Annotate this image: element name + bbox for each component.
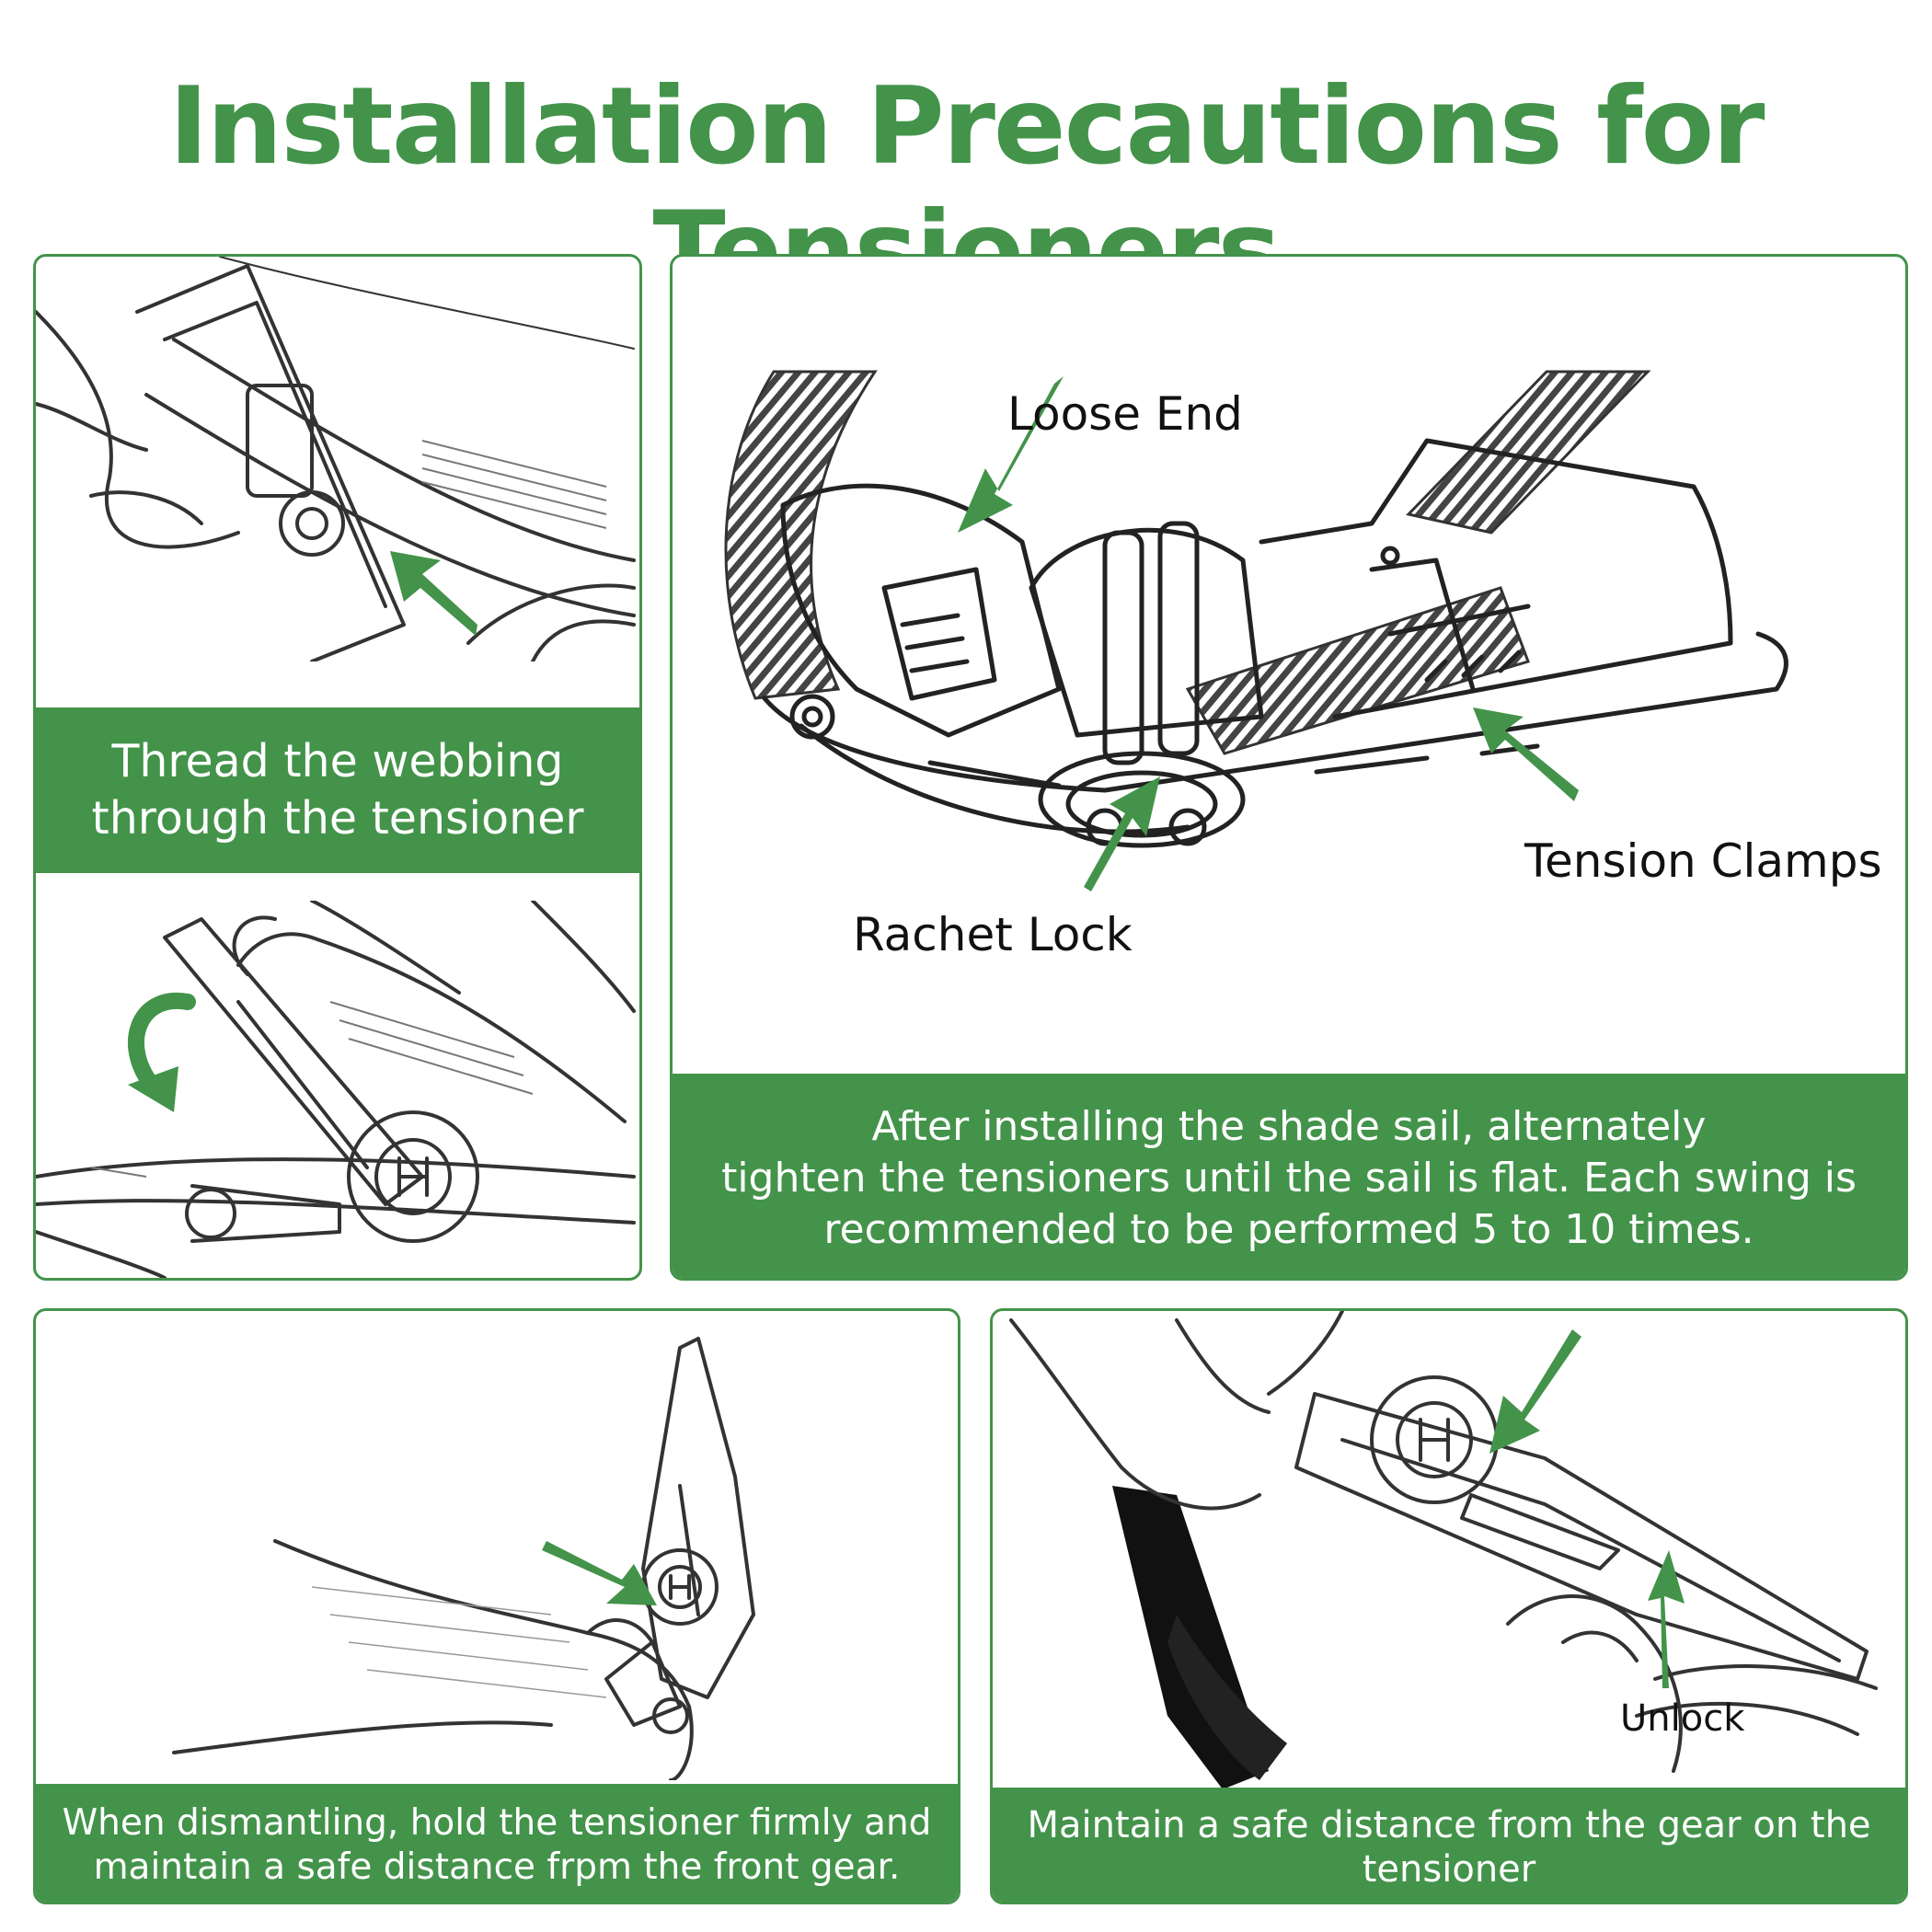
diagram-caption-line-2: tighten the tensioners until the sail is… xyxy=(721,1155,1857,1202)
thread-caption-line-2: through the tensioner xyxy=(91,792,584,845)
diagram-caption-line-3: recommended to be performed 5 to 10 time… xyxy=(823,1206,1754,1253)
unlock-arrow-icon xyxy=(1648,1550,1685,1688)
diagram-caption-band: After installing the shade sail, alterna… xyxy=(673,1074,1905,1278)
thread-caption-band: Thread the webbing through the tensioner xyxy=(36,707,639,873)
unlock-label: Unlock xyxy=(1620,1697,1745,1740)
rachet-lock-arrow-icon xyxy=(1084,776,1160,891)
dismantle-caption-band: When dismantling, hold the tensioner fir… xyxy=(36,1784,958,1902)
green-arrow-icon xyxy=(1489,1329,1581,1454)
green-arrow-icon xyxy=(542,1541,657,1605)
unlock-panel: Unlock Maintain a safe distance from the… xyxy=(990,1308,1908,1904)
ratchet-diagram xyxy=(724,370,1788,891)
ratchet-diagram-panel: Loose End Tension Clamps Rachet Lock Aft… xyxy=(670,254,1908,1281)
loose-end-label: Loose End xyxy=(1007,387,1243,441)
diagram-caption-line-1: After installing the shade sail, alterna… xyxy=(871,1103,1707,1150)
tension-clamps-arrow-icon xyxy=(1473,707,1579,801)
unlock-caption-band: Maintain a safe distance from the gear o… xyxy=(993,1788,1905,1902)
dismantle-illustration xyxy=(172,1337,755,1780)
page-title: Installation Precautions for Tensioners xyxy=(168,64,1765,313)
thread-webbing-panel: Thread the webbing through the tensioner xyxy=(33,254,642,1281)
unlock-illustration xyxy=(1009,1311,1878,1789)
dismantle-panel: When dismantling, hold the tensioner fir… xyxy=(33,1308,960,1904)
unlock-caption-line-1: Maintain a safe distance from the gear o… xyxy=(1027,1804,1871,1846)
unlock-caption-line-2: tensioner xyxy=(1362,1848,1536,1891)
curved-arrow-icon xyxy=(127,992,196,1112)
green-arrow-icon xyxy=(390,551,477,636)
thread-caption-line-1: Thread the webbing xyxy=(111,735,564,788)
swing-handle-illustration xyxy=(36,901,636,1278)
thread-webbing-illustration xyxy=(36,257,636,661)
rachet-lock-label: Rachet Lock xyxy=(853,908,1133,961)
dismantle-caption-line-1: When dismantling, hold the tensioner fir… xyxy=(62,1802,932,1844)
tension-clamps-label: Tension Clamps xyxy=(1524,834,1882,888)
dismantle-caption-line-2: maintain a safe distance frpm the front … xyxy=(93,1846,901,1888)
loose-end-arrow-icon xyxy=(958,376,1064,533)
